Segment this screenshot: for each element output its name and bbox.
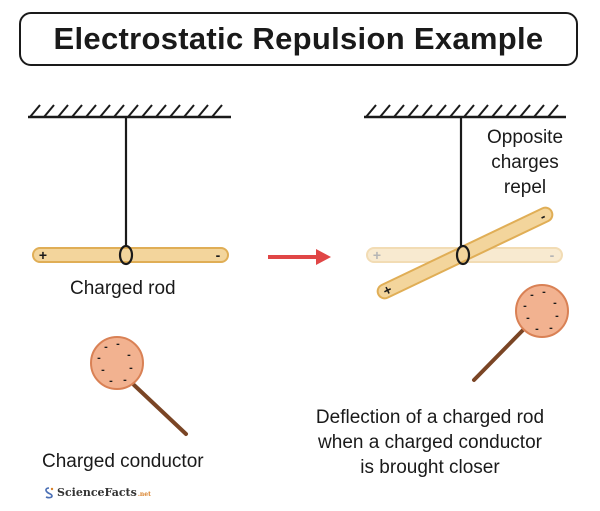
deflection-caption: Deflection of a charged rod when a charg… bbox=[280, 405, 580, 480]
conductor-charge: - bbox=[553, 297, 557, 309]
charged-conductor-left bbox=[90, 336, 144, 390]
ghost-positive-sign: + bbox=[373, 247, 381, 263]
conductor-charge: - bbox=[123, 374, 127, 386]
conductor-charge: - bbox=[129, 362, 133, 374]
annotation-line: repel bbox=[503, 177, 547, 198]
conductor-charge: - bbox=[104, 341, 108, 353]
conductor-handle-right bbox=[472, 327, 526, 382]
conductor-charge: - bbox=[555, 310, 559, 322]
charged-conductor-right bbox=[515, 284, 569, 338]
title-box: Electrostatic Repulsion Example bbox=[19, 12, 578, 66]
rod-label-left: Charged rod bbox=[70, 278, 176, 299]
conductor-charge: - bbox=[109, 375, 113, 387]
conductor-charge: - bbox=[101, 364, 105, 376]
conductor-charge: - bbox=[549, 322, 553, 334]
transition-arrow bbox=[268, 249, 331, 265]
annotation-line: charges bbox=[491, 152, 559, 173]
conductor-charge: - bbox=[542, 286, 546, 298]
page-title: Electrostatic Repulsion Example bbox=[53, 21, 544, 56]
conductor-charges-left: - - - - - - - - bbox=[97, 338, 133, 387]
ghost-negative-sign: - bbox=[550, 247, 555, 263]
annotation-line: Opposite bbox=[486, 127, 564, 148]
ceiling-support-right bbox=[364, 104, 566, 119]
rod-negative-sign-left: - bbox=[216, 247, 221, 263]
annotation-opposite-charges-repel: Opposite charges repel bbox=[470, 125, 580, 200]
caption-line: Deflection of a charged rod bbox=[315, 407, 545, 428]
conductor-charge: - bbox=[97, 352, 101, 364]
logo-suffix: .net bbox=[137, 491, 151, 498]
conductor-charges-right: - - - - - - - - bbox=[523, 286, 559, 335]
hatch-left bbox=[29, 104, 223, 118]
conductor-charge: - bbox=[526, 312, 530, 324]
hatch-right bbox=[365, 104, 559, 118]
conductor-charge: - bbox=[127, 349, 131, 361]
conductor-charge: - bbox=[523, 300, 527, 312]
logo-icon bbox=[45, 486, 54, 498]
logo-text: ScienceFacts bbox=[57, 486, 137, 499]
conductor-handle-left bbox=[132, 383, 188, 436]
caption-line: when a charged conductor bbox=[318, 432, 542, 453]
rod-loop-right bbox=[455, 244, 471, 266]
rod-loop-left bbox=[118, 244, 134, 266]
conductor-label-left: Charged conductor bbox=[42, 451, 204, 472]
rod-positive-sign-left: + bbox=[39, 247, 47, 263]
caption-line: is brought closer bbox=[360, 457, 500, 478]
conductor-charge: - bbox=[535, 323, 539, 335]
sciencefacts-logo: ScienceFacts .net bbox=[44, 486, 151, 499]
ceiling-support-left bbox=[28, 104, 231, 119]
conductor-charge: - bbox=[116, 338, 120, 350]
conductor-charge: - bbox=[530, 289, 534, 301]
rod-negative-sign-right: - bbox=[537, 208, 548, 225]
